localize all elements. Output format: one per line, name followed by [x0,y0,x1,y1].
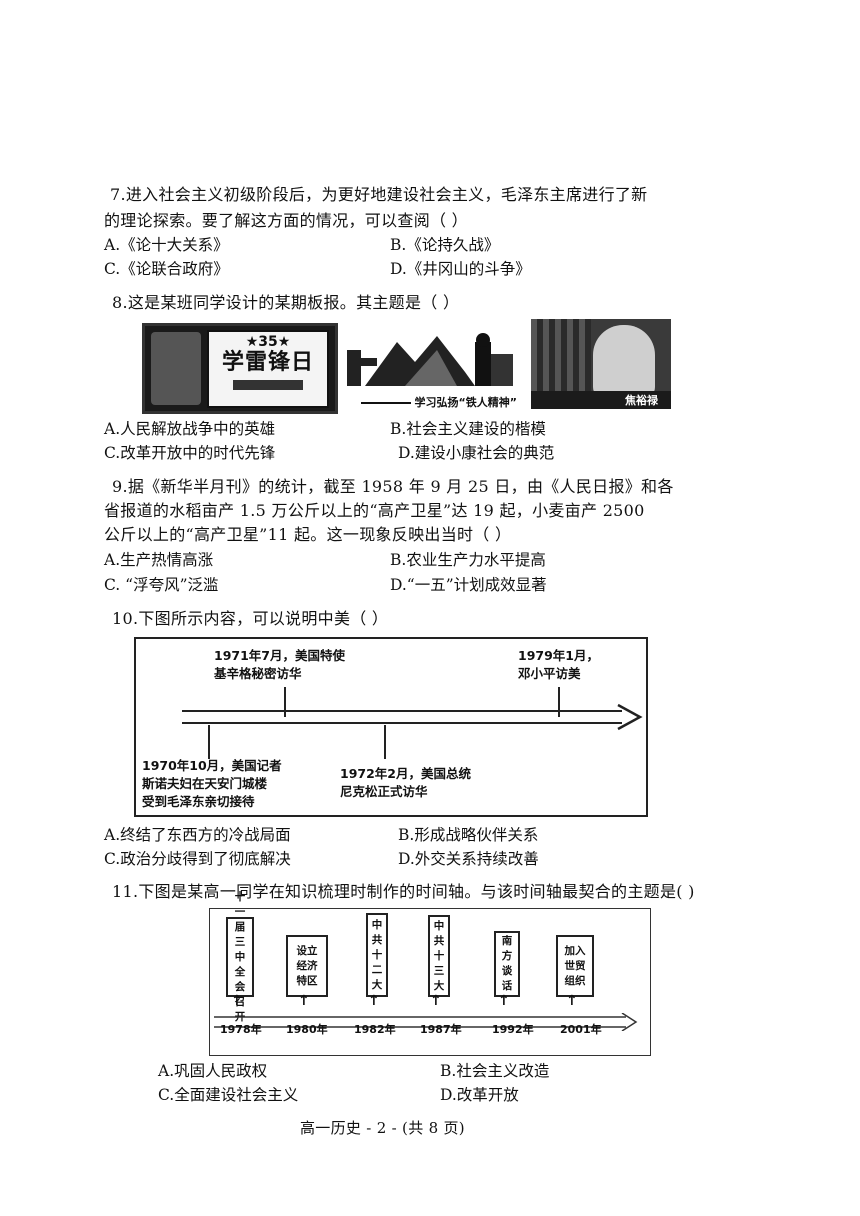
event-1970-line3: 受到毛泽东亲切接待 [142,794,255,809]
poster-panel: ★35★ 学雷锋日 [207,330,329,408]
arrow-up-icon: ↑ [498,993,510,1009]
q10-option-a: A.终结了东西方的冷战局面 [104,826,291,844]
event-1972-line1: 1972年2月，美国总统 [340,766,471,781]
event-1970-line2: 斯诺夫妇在天安门城楼 [142,776,268,791]
arrow-up-icon: ↑ [566,993,578,1009]
q7-stem-line2: 的理论探索。要了解这方面的情况，可以查阅（ ） [104,211,468,230]
event-box-2001: 加入世贸组织 [556,935,594,997]
q8-option-c: C.改革开放中的时代先锋 [104,444,276,462]
q9-stem-line3: 公斤以上的“高产卫星”11 起。这一现象反映出当时（ ） [104,525,512,544]
year-1987: 1987年 [420,1023,462,1036]
year-1982: 1982年 [354,1023,396,1036]
q8-poster-image-1: ★35★ 学雷锋日 [142,323,338,414]
q10-stem: 10.下图所示内容，可以说明中美（ ） [112,609,389,628]
event-1970-line1: 1970年10月，美国记者 [142,758,282,773]
year-1992: 1992年 [492,1023,534,1036]
event-box-1978: 十一届三中全会召开 [226,891,254,1023]
poster-caption: 学习弘扬“铁人精神” [414,396,517,409]
event-box-1987: 中共十三大 [428,915,450,997]
event-1979-line2: 邓小平访美 [518,666,581,681]
q8-poster-image-3: 焦裕禄 [531,319,671,409]
arrow-up-icon: ↑ [430,993,442,1009]
poster-number: 35 [258,334,278,350]
q10-option-d: D.外交关系持续改善 [398,850,539,868]
q7-stem-line1: 7.进入社会主义初级阶段后，为更好地建设社会主义，毛泽东主席进行了新 [110,185,648,204]
q10-option-c: C.政治分歧得到了彻底解决 [104,850,291,868]
q11-option-c: C.全面建设社会主义 [158,1086,299,1104]
arrow-up-icon: ↑ [231,993,243,1009]
poster-title: 学雷锋日 [221,350,314,375]
page-footer: 高一历史 - 2 - (共 8 页) [300,1119,465,1137]
q11-option-a: A.巩固人民政权 [158,1062,268,1080]
year-1980: 1980年 [286,1023,328,1036]
event-1971-line2: 基辛格秘密访华 [214,666,302,681]
q7-option-d: D.《井冈山的斗争》 [390,260,531,278]
q11-stem: 11.下图是某高一同学在知识梳理时制作的时间轴。与该时间轴最契合的主题是( ) [112,882,695,901]
soldier-figure [151,332,201,405]
q11-timeline-figure: 十一届三中全会召开 设立经济特区 中共十二大 中共十三大 南方谈话 加入世贸组织… [209,891,651,1056]
mountain-oilfield-icon [347,333,513,386]
q11-option-b: B.社会主义改造 [440,1062,550,1080]
arrow-up-icon: ↑ [368,993,380,1009]
event-box-1980: 设立经济特区 [286,935,328,997]
q7-option-a: A.《论十大关系》 [104,236,229,254]
q8-stem: 8.这是某班同学设计的某期板报。其主题是（ ） [112,293,460,312]
q10-option-b: B.形成战略伙伴关系 [398,826,539,844]
portrait-name: 焦裕禄 [625,394,658,407]
q8-option-a: A.人民解放战争中的英雄 [104,420,276,438]
q9-option-c: C. “浮夸风”泛滥 [104,576,219,594]
q7-option-c: C.《论联合政府》 [104,260,229,278]
q9-option-d: D.“一五”计划成效显著 [390,576,547,594]
event-1979-line1: 1979年1月， [518,648,599,663]
timeline-arrow-icon [182,703,643,731]
q11-option-d: D.改革开放 [440,1086,519,1104]
q7-option-b: B.《论持久战》 [390,236,500,254]
event-box-1982: 中共十二大 [366,913,388,997]
event-1972-line2: 尼克松正式访华 [340,784,428,799]
q9-stem-line1: 9.据《新华半月刊》的统计，截至 1958 年 9 月 25 日，由《人民日报》… [112,477,674,496]
year-1978: 1978年 [220,1023,262,1036]
event-1971-line1: 1971年7月，美国特使 [214,648,345,663]
q10-timeline-figure: 1971年7月，美国特使 基辛格秘密访华 1979年1月， 邓小平访美 1970… [134,637,648,817]
q9-option-a: A.生产热情高涨 [104,551,214,569]
arrow-up-icon: ↑ [298,993,310,1009]
q9-stem-line2: 省报道的水稻亩产 1.5 万公斤以上的“高产卫星”达 19 起，小麦亩产 250… [104,501,645,520]
portrait-face [593,325,655,399]
event-box-1992: 南方谈话 [494,931,520,997]
q8-poster-image-2: 学习弘扬“铁人精神” [345,332,517,410]
q9-option-b: B.农业生产力水平提高 [390,551,546,569]
year-2001: 2001年 [560,1023,602,1036]
q8-option-d: D.建设小康社会的典范 [398,444,555,462]
q8-option-b: B.社会主义建设的楷模 [390,420,546,438]
timeline-axis-arrow-icon [214,1013,638,1031]
